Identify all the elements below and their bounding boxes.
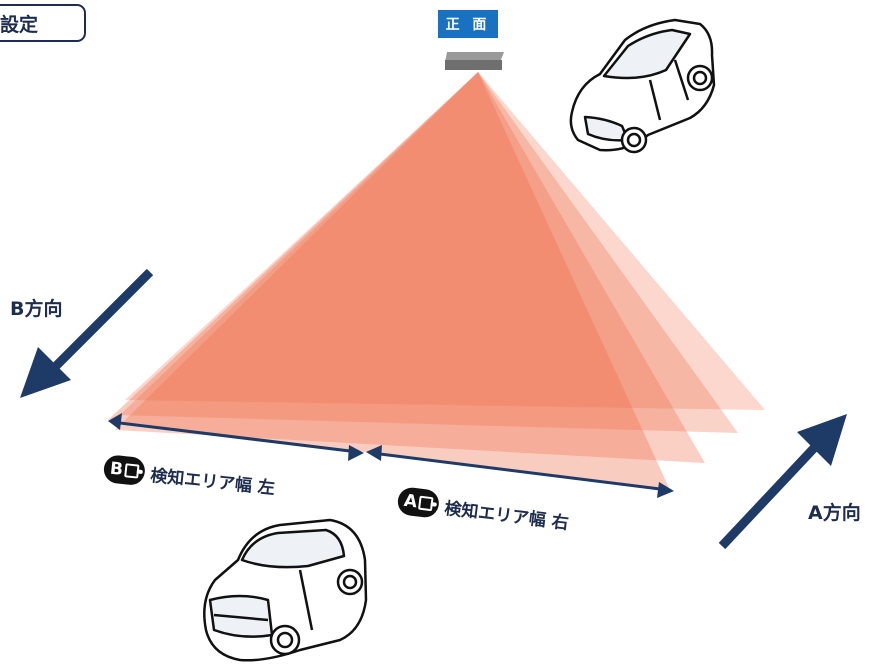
right-width-arrowhead-end (657, 482, 674, 498)
b-zone-badge: B (108, 458, 124, 480)
right-width-line (371, 451, 669, 492)
beam-layer-3 (120, 72, 738, 433)
enter-icon (418, 495, 434, 512)
settings-tab-label: 設定 (0, 13, 39, 36)
b-direction-label: B方向 (10, 298, 63, 320)
car-bottom-icon (203, 518, 368, 662)
a-direction-arrow (718, 414, 847, 550)
a-direction-label: A方向 (808, 502, 861, 524)
left-width-line (111, 420, 359, 454)
front-label: 正 面 (445, 17, 491, 33)
car-top-right-icon (569, 18, 716, 154)
left-width-arrowhead-start (108, 413, 122, 430)
beam-layer-4 (125, 72, 765, 410)
sensor-device (445, 52, 504, 70)
front-label-badge: 正 面 (438, 10, 498, 38)
left-width-arrowhead-end (348, 445, 364, 461)
right-width-arrowhead-start (366, 445, 382, 461)
beam-layer-1 (108, 72, 670, 490)
settings-tab[interactable]: 設定 (0, 4, 86, 42)
b-direction-arrow (20, 268, 154, 398)
detection-beam (108, 72, 765, 490)
a-zone-icon: A (396, 486, 441, 519)
enter-icon (124, 463, 140, 479)
width-arrows (108, 413, 674, 498)
beam-layer-2 (115, 72, 705, 463)
a-zone-badge: A (402, 490, 419, 513)
b-zone-icon: B (102, 454, 147, 487)
